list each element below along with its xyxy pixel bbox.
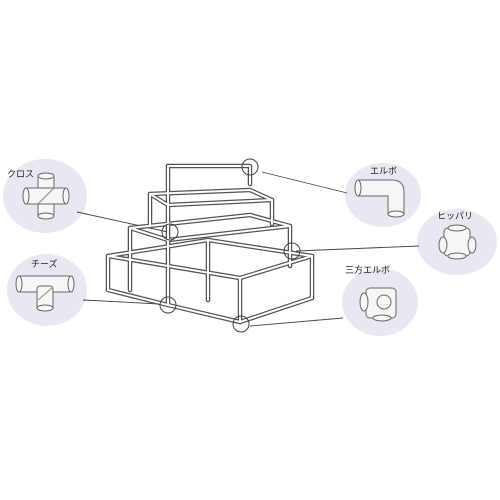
joint-markers: [159, 158, 301, 333]
joint-tee-marker: [159, 296, 177, 314]
joint-elbow-marker: [241, 158, 259, 176]
bubble-tee: [7, 254, 87, 326]
hippari-fitting-icon: [438, 224, 477, 260]
three-way-elbow-label: 三方エルボ: [345, 266, 391, 276]
cross-fitting-icon: [22, 172, 70, 220]
bubble-cross: [3, 159, 87, 233]
joint-cross-marker: [161, 223, 179, 241]
joint-three-way-elbow-marker: [232, 315, 250, 333]
elbow-fitting-icon: [354, 179, 405, 218]
bubble-elbow: [345, 163, 421, 227]
three-way-elbow-fitting-icon: [359, 287, 397, 322]
tee-fitting-icon: [15, 275, 75, 312]
elbow-label: エルボ: [370, 167, 398, 177]
leader-lines: [76, 171, 420, 327]
hippari-label: ヒッパリ: [437, 212, 474, 222]
pipe-frame-highlight: [107, 165, 313, 323]
tee-label: チーズ: [31, 260, 58, 270]
cross-label: クロス: [7, 170, 35, 180]
bubble-three-way-elbow: [342, 268, 418, 336]
bubble-hippari: [417, 209, 497, 275]
joint-hippari-marker: [283, 242, 301, 260]
